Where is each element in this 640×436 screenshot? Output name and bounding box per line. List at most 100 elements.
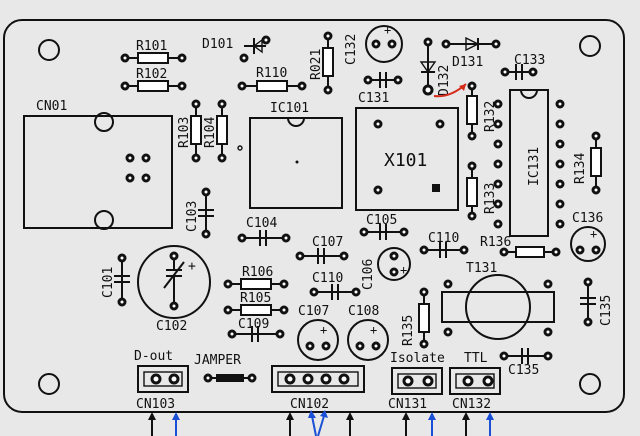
connector-cn131: CN131 <box>388 367 443 412</box>
label-c135-horizontal: C135 <box>508 363 539 378</box>
svg-text:+: + <box>590 227 597 241</box>
svg-text:+: + <box>400 263 407 277</box>
resistor-r101: R101 <box>120 39 187 64</box>
label-c107-small: C107 <box>312 235 343 250</box>
capacitor-c104: C104 <box>237 216 291 246</box>
label-r136: R136 <box>480 235 511 250</box>
resistor-r103: R103 <box>177 99 202 163</box>
label-r135: R135 <box>401 315 416 346</box>
label-r104: R104 <box>203 117 218 148</box>
label-r021: R021 <box>309 49 324 80</box>
svg-text:+: + <box>320 323 327 337</box>
capacitor-c132: + C132 <box>344 23 403 65</box>
label-c135-vertical: C135 <box>599 295 614 326</box>
capacitor-c101: C101 <box>101 253 130 307</box>
label-r106: R106 <box>242 265 273 280</box>
mount-hole-tl <box>38 39 60 61</box>
resistor-r110: R110 <box>237 66 307 92</box>
connector-cn01: CN01 <box>23 99 173 230</box>
capacitor-c133: C133 <box>500 53 545 80</box>
capacitor-c135-horizontal: C135 <box>499 348 553 378</box>
connector-cn102: CN102 <box>271 365 365 412</box>
resistor-r105: R105 <box>223 291 289 316</box>
label-c107-electrolytic: C107 <box>298 304 329 319</box>
mount-hole-br <box>579 373 601 395</box>
label-r103: R103 <box>177 117 192 148</box>
label-t131: T131 <box>466 261 497 276</box>
label-r102: R102 <box>136 67 167 82</box>
label-c109: C109 <box>238 317 269 332</box>
label-r110: R110 <box>256 66 287 81</box>
label-c103: C103 <box>185 201 200 232</box>
label-c108: C108 <box>348 304 379 319</box>
label-ttl: TTL <box>464 351 488 366</box>
resistor-r106: R106 <box>223 265 289 290</box>
mount-hole-tr <box>579 35 601 57</box>
capacitor-c107-small: C107 <box>295 235 349 264</box>
label-c131: C131 <box>358 91 389 106</box>
label-jamper: JAMPER <box>194 353 241 368</box>
resistor-r102: R102 <box>120 67 187 92</box>
label-d131: D131 <box>452 55 483 70</box>
svg-text:+: + <box>370 323 377 337</box>
label-c102: C102 <box>156 319 187 334</box>
label-cn103: CN103 <box>136 397 175 412</box>
crystal-x101: X101 <box>355 107 459 211</box>
label-d101: D101 <box>202 37 233 52</box>
transformer-t131: T131 <box>441 261 555 340</box>
diode-d101: D101 <box>202 35 271 63</box>
resistor-r021: R021 <box>309 31 334 95</box>
label-r105: R105 <box>240 291 271 306</box>
resistor-r104: R104 <box>203 99 243 163</box>
diode-d131: D131 <box>441 36 501 70</box>
label-c110-bottom: C110 <box>312 271 343 286</box>
label-c101: C101 <box>101 267 116 298</box>
label-c110-top: C110 <box>428 231 459 246</box>
label-cn102: CN102 <box>290 397 329 412</box>
capacitor-c108: + C108 <box>347 304 389 361</box>
diode-d132: D132 <box>419 37 452 96</box>
label-r101: R101 <box>136 39 167 54</box>
capacitor-c135-vertical: C135 <box>580 277 614 327</box>
chip-ic101: IC101 <box>249 101 343 209</box>
label-x101: X101 <box>384 150 427 171</box>
resistor-r135: R135 <box>401 287 430 349</box>
capacitor-c131: C131 <box>358 72 403 106</box>
label-c132: C132 <box>344 34 359 65</box>
mount-hole-bl <box>38 373 60 395</box>
capacitor-c103: C103 <box>185 187 214 239</box>
capacitor-c136: + C136 <box>570 211 606 262</box>
label-c133: C133 <box>514 53 545 68</box>
label-cn132: CN132 <box>452 397 491 412</box>
label-ic131: IC131 <box>527 147 542 186</box>
label-isolate: Isolate <box>390 351 445 366</box>
label-d132: D132 <box>437 65 452 96</box>
capacitor-c107-electrolytic: + C107 <box>297 304 339 361</box>
capacitor-c109: C109 <box>227 317 285 342</box>
svg-text:+: + <box>384 23 391 37</box>
label-c104: C104 <box>246 216 277 231</box>
label-c105: C105 <box>366 213 397 228</box>
connector-cn132: CN132 <box>449 367 501 412</box>
capacitor-c110-bottom: C110 <box>309 271 361 300</box>
capacitor-c106: + C106 <box>361 247 411 290</box>
bottom-arrows <box>148 410 494 436</box>
jumper <box>203 373 257 383</box>
resistor-r136: R136 <box>480 235 561 258</box>
connector-cn103: CN103 <box>136 365 189 412</box>
label-cn131: CN131 <box>388 397 427 412</box>
label-dout: D-out <box>134 349 173 364</box>
label-cn01: CN01 <box>36 99 67 114</box>
label-c136: C136 <box>572 211 603 226</box>
capacitor-c105: C105 <box>359 213 409 240</box>
resistor-r133: R133 <box>466 161 498 221</box>
resistor-r134: R134 <box>573 131 602 195</box>
label-c106: C106 <box>361 259 376 290</box>
trimmer-capacitor-c102: + C102 <box>137 245 211 334</box>
capacitor-c110-top: C110 <box>419 231 469 258</box>
chip-ic131: IC131 <box>493 89 565 237</box>
label-ic101: IC101 <box>270 101 309 116</box>
label-r134: R134 <box>573 153 588 184</box>
svg-text:+: + <box>188 259 196 274</box>
